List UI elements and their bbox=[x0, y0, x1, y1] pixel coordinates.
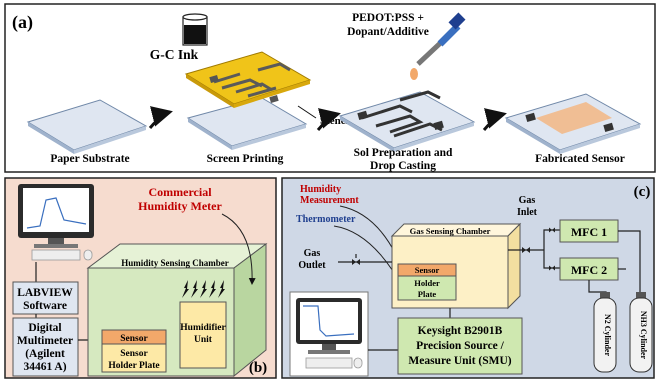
meter-line1: Commercial bbox=[148, 185, 212, 199]
labview-line1: LABVIEW bbox=[17, 287, 73, 299]
dropper-icon bbox=[410, 12, 466, 80]
humidifier-unit bbox=[179, 301, 227, 369]
holder-plate-c bbox=[397, 275, 457, 301]
panel-b: LABVIEW Software Digital Multimeter (Agi… bbox=[4, 177, 277, 379]
holder-plate-b bbox=[101, 343, 167, 373]
labview-software-box bbox=[12, 281, 79, 315]
holder-b-line1: Sensor bbox=[120, 349, 148, 359]
ink-beaker-icon bbox=[182, 13, 208, 46]
monitor-icon-b bbox=[18, 184, 94, 261]
nh3-cylinder-label: NH3 Cylinder bbox=[639, 311, 648, 360]
panel-b-label: (b) bbox=[249, 360, 267, 376]
meter-line2: Humidity Meter bbox=[138, 199, 222, 213]
vapor-icon bbox=[182, 280, 225, 298]
chamber-c-label: Gas Sensing Chamber bbox=[410, 226, 491, 236]
panel-a: (a) Paper Substrate bbox=[4, 3, 656, 173]
step-sol-preparation-line2: Drop Casting bbox=[370, 160, 436, 172]
dmm-line1: Digital bbox=[28, 322, 61, 334]
ink-label: G-C Ink bbox=[150, 47, 199, 62]
panel-c-label: (c) bbox=[634, 184, 651, 200]
smu-line3: Measure Unit (SMU) bbox=[408, 355, 511, 367]
step-fabricated-sensor: Fabricated Sensor bbox=[535, 153, 625, 165]
screen-printing-stack bbox=[184, 51, 312, 150]
gas-outlet-line1: Gas bbox=[304, 248, 321, 259]
humidifier-line1: Humidifier bbox=[180, 323, 226, 333]
mfc-1-label: MFC 1 bbox=[571, 225, 607, 239]
nh3-cylinder bbox=[629, 292, 653, 373]
stencil-pointer bbox=[297, 105, 317, 119]
pedot-label-line2: Dopant/Additive bbox=[347, 26, 429, 38]
smu-line1: Keysight B2901B bbox=[418, 325, 503, 337]
humidity-line2: Measurement bbox=[300, 195, 359, 206]
holder-c-line1: Holder bbox=[414, 278, 440, 288]
fabricated-sensor-board bbox=[504, 93, 642, 154]
dmm-line2: Multimeter bbox=[17, 335, 73, 347]
step-paper-substrate: Paper Substrate bbox=[50, 153, 129, 165]
thermometer-label: Thermometer bbox=[296, 214, 356, 225]
monitor-icon-c bbox=[296, 298, 363, 369]
chamber-b-label: Humidity Sensing Chamber bbox=[121, 258, 229, 268]
gas-inlet-line1: Gas bbox=[519, 195, 536, 206]
step-sol-preparation-line1: Sol Preparation and bbox=[354, 147, 453, 159]
mfc1-to-nh3-line bbox=[618, 230, 641, 298]
step-arrow-2 bbox=[316, 108, 341, 131]
keyboard-icon bbox=[31, 249, 81, 261]
drop-casting-board bbox=[338, 90, 476, 152]
humidifier-line2: Unit bbox=[194, 335, 213, 345]
n2-cylinder bbox=[593, 292, 617, 373]
holder-c-line2: Plate bbox=[418, 289, 437, 299]
n2-cylinder-label: N2 Cylinder bbox=[603, 314, 612, 356]
step-screen-printing: Screen Printing bbox=[207, 153, 284, 165]
meter-arrow bbox=[221, 213, 256, 285]
digital-multimeter-box bbox=[12, 317, 79, 377]
dmm-line4: 34461 A) bbox=[23, 361, 66, 373]
gas-inlet-line2: Inlet bbox=[517, 207, 538, 218]
smu-box bbox=[397, 317, 523, 375]
pedot-label-line1: PEDOT:PSS + bbox=[352, 12, 424, 24]
labview-line2: Software bbox=[23, 300, 67, 312]
humidity-line1: Humidity bbox=[300, 184, 341, 195]
panel-a-label: (a) bbox=[12, 12, 33, 33]
mfc-2-label: MFC 2 bbox=[571, 263, 607, 277]
step-arrow-1 bbox=[148, 106, 173, 129]
gas-outlet-line2: Outlet bbox=[298, 260, 326, 271]
step-arrow-3 bbox=[482, 108, 507, 131]
smu-line2: Precision Source / bbox=[416, 340, 505, 352]
dmm-line3: (Agilent bbox=[25, 348, 65, 360]
sensor-b-label: Sensor bbox=[120, 334, 148, 344]
panel-c: Humidity Measurement Thermometer Gas Sen… bbox=[281, 177, 655, 379]
paper-substrate-board bbox=[26, 99, 148, 154]
holder-b-line2: Holder Plate bbox=[108, 361, 159, 371]
sensor-c-label: Sensor bbox=[415, 265, 440, 275]
